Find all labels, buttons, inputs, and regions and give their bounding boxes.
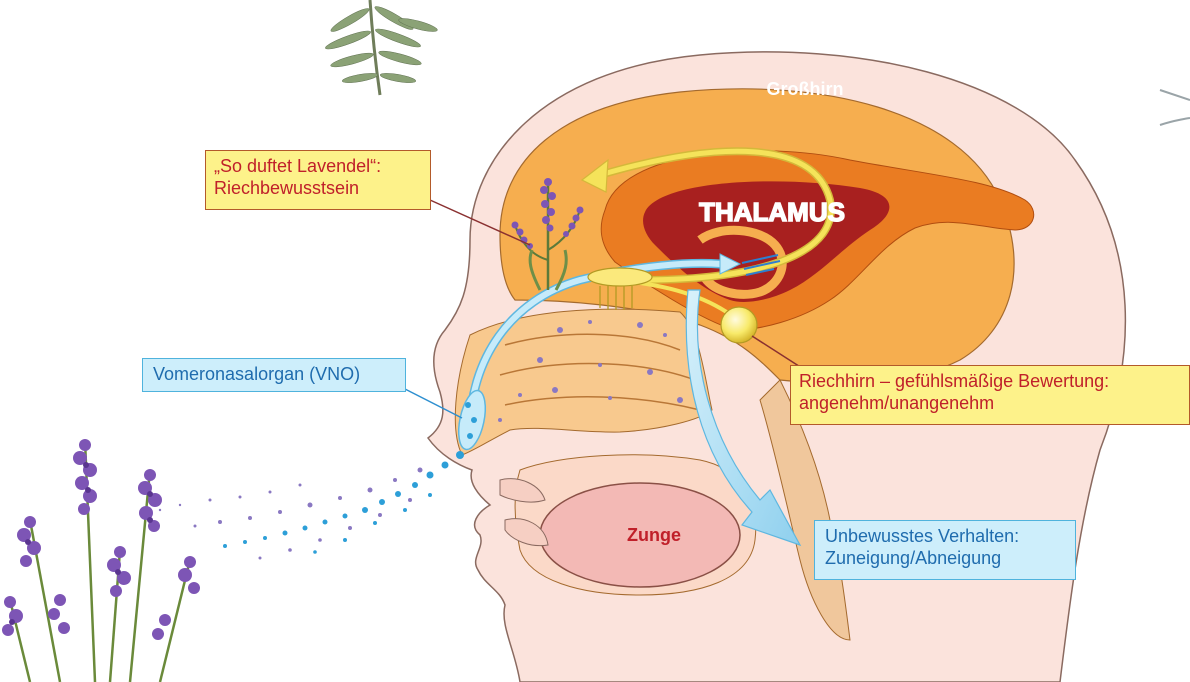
- rosemary-sprig-icon: [324, 0, 438, 95]
- behavior-callout-line2: Zuneigung/Abneigung: [825, 547, 1065, 569]
- limbic-callout-line1: Riechhirn – gefühlsmäßige Bewertung:: [799, 370, 1181, 392]
- limbic-callout: Riechhirn – gefühlsmäßige Bewertung: ang…: [790, 365, 1190, 425]
- awareness-callout-line1: „So duftet Lavendel“:: [214, 155, 422, 177]
- awareness-callout-line2: Riechbewusstsein: [214, 177, 422, 199]
- awareness-callout: „So duftet Lavendel“: Riechbewusstsein: [205, 150, 431, 210]
- cerebrum-label: Großhirn: [767, 79, 844, 99]
- olfactory-bulb-icon: [588, 268, 652, 286]
- vno-callout: Vomeronasalorgan (VNO): [142, 358, 406, 392]
- tongue-label: Zunge: [627, 525, 681, 545]
- thalamus-label: THALAMUS: [699, 197, 845, 227]
- limbic-node-icon: [721, 307, 757, 343]
- scent-particles-icon: [159, 451, 464, 560]
- vno-callout-line1: Vomeronasalorgan (VNO): [153, 363, 395, 385]
- behavior-callout-line1: Unbewusstes Verhalten:: [825, 525, 1065, 547]
- lavender-bunch-icon: [2, 439, 200, 682]
- faint-sprig-icon: [1160, 90, 1190, 125]
- behavior-callout: Unbewusstes Verhalten: Zuneigung/Abneigu…: [814, 520, 1076, 580]
- limbic-callout-line2: angenehm/unangenehm: [799, 392, 1181, 414]
